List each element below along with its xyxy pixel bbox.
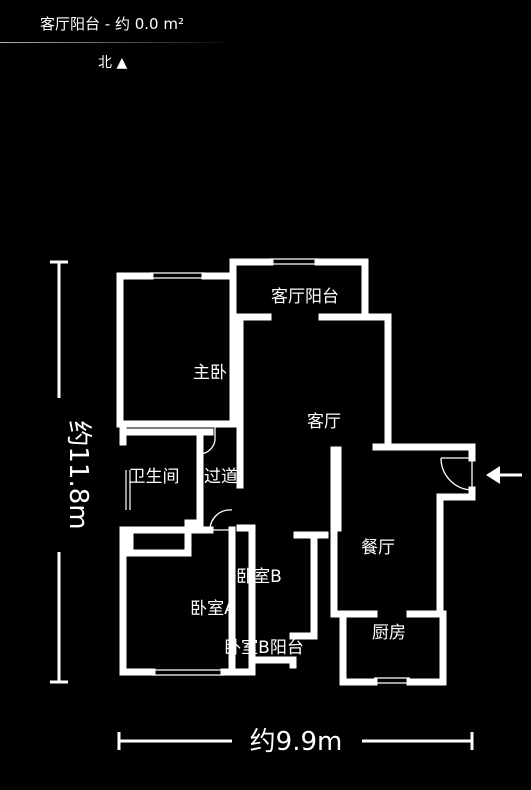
header-divider [0, 42, 235, 43]
width-dimension-line [117, 732, 474, 750]
walls [116, 258, 476, 686]
north-indicator: 北 ▲ [98, 55, 128, 71]
arrow-left-icon [486, 466, 522, 484]
room-label-master-bedroom: 主卧 [193, 363, 227, 383]
height-dimension-label: 约11.8m [63, 420, 93, 529]
doors [199, 424, 473, 531]
width-dimension-label: 约9.9m [250, 727, 343, 757]
room-label-dining-room: 餐厅 [361, 538, 395, 558]
room-label-living-balcony: 客厅阳台 [271, 287, 339, 307]
windows [125, 258, 410, 684]
height-dimension-line [50, 260, 68, 684]
room-label-kitchen: 厨房 [372, 623, 406, 643]
room-label-bedroom-b: 卧室B [236, 567, 282, 587]
header-title: 客厅阳台 - 约 0.0 m² [40, 15, 184, 33]
room-label-bedroom-b-balcony: 卧室B阳台 [224, 638, 304, 658]
room-label-living-room: 客厅 [307, 412, 341, 432]
room-label-corridor: 过道 [204, 467, 238, 487]
room-label-bedroom-a: 卧室A [190, 599, 236, 619]
room-label-bathroom: 卫生间 [129, 467, 180, 487]
